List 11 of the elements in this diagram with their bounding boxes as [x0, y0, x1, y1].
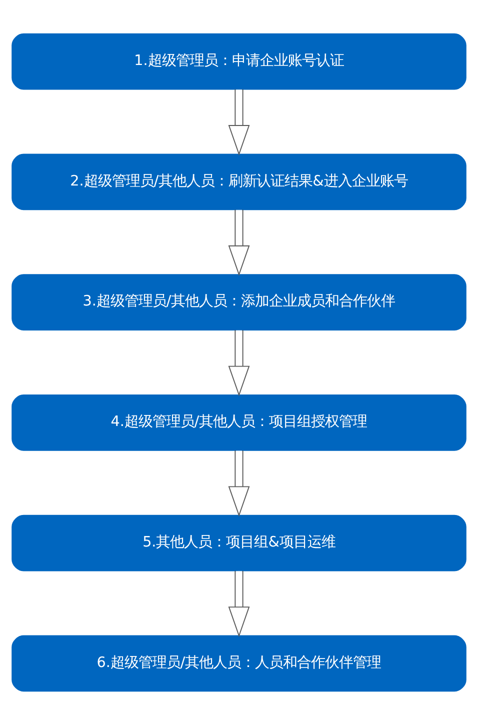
arrow — [228, 330, 250, 396]
arrow — [228, 209, 250, 276]
arrow — [228, 88, 250, 156]
node-box: 4.超级管理员/其他人员：项目组授权管理 — [12, 394, 466, 451]
node-box: 1.超级管理员：申请企业账号认证 — [12, 33, 466, 90]
node-box: 3.超级管理员/其他人员：添加企业成员和合作伙伴 — [12, 274, 466, 330]
node-box: 2.超级管理员/其他人员：刷新认证结果&进入企业账号 — [12, 154, 466, 210]
node-box: 6.超级管理员/其他人员：人员和合作伙伴管理 — [12, 635, 466, 692]
arrow — [228, 570, 250, 638]
node-box: 5.其他人员：项目组&项目运维 — [12, 514, 466, 572]
arrow — [228, 450, 250, 517]
